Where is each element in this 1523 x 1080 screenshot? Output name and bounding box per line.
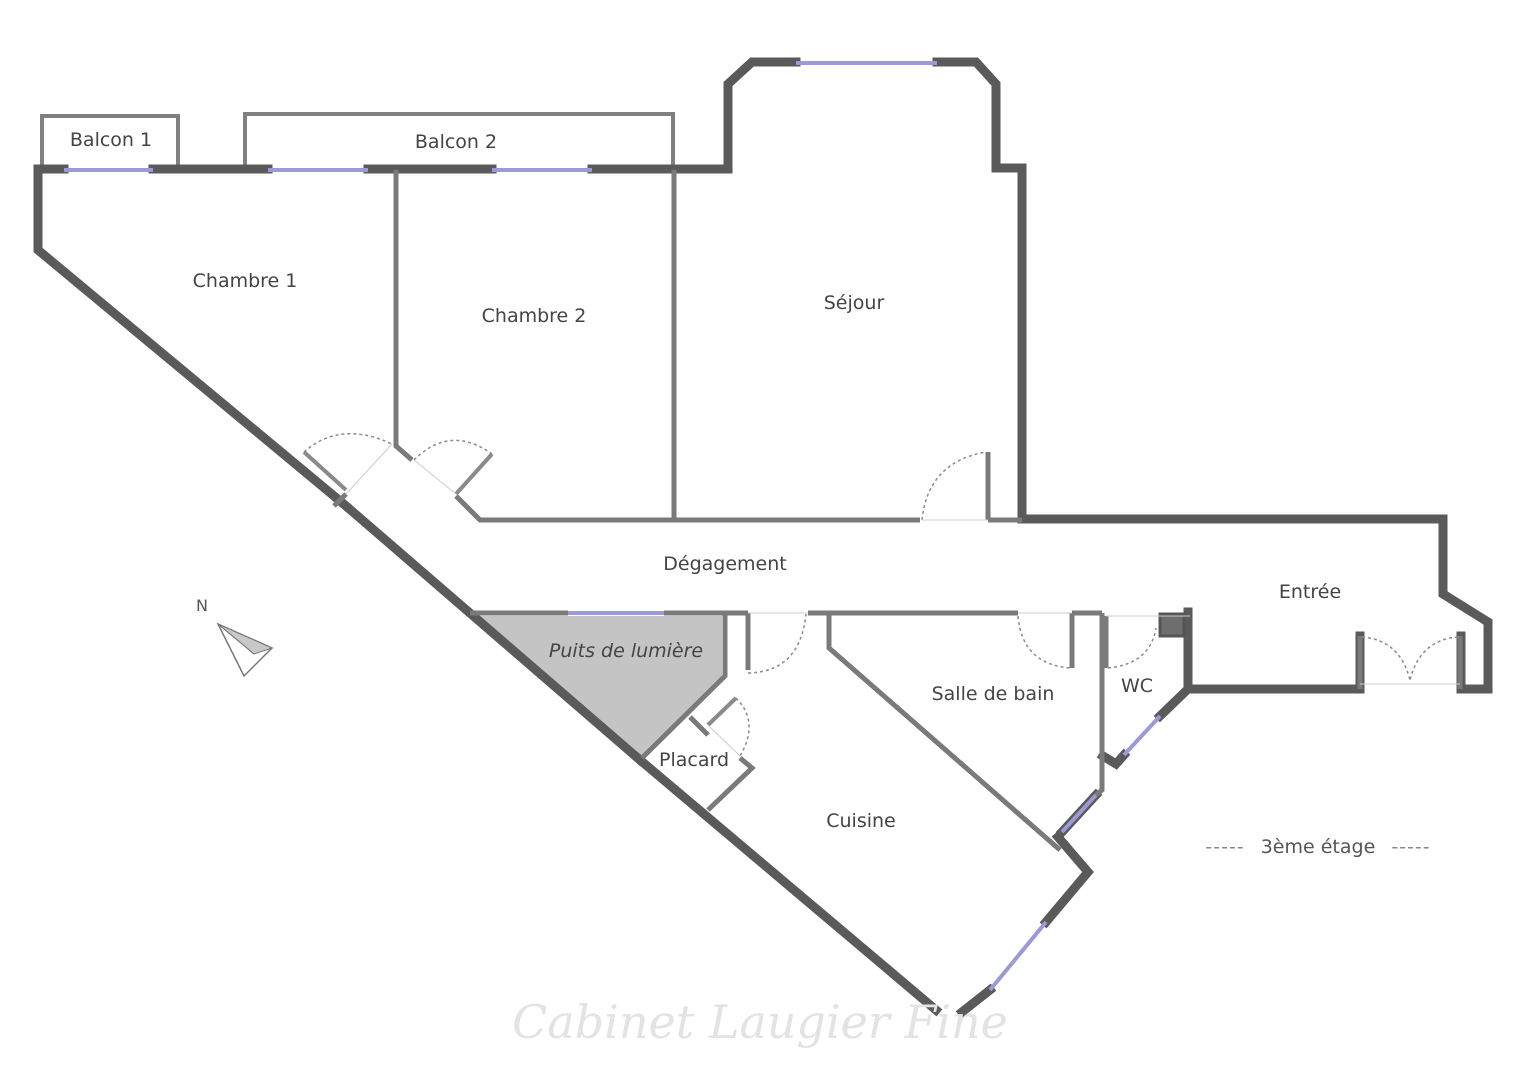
floor-level-label: ----- 3ème étage ----- (1205, 836, 1430, 858)
room-label-cuisine: Cuisine (826, 810, 896, 832)
interior-walls (332, 170, 1463, 852)
room-label-entree: Entrée (1278, 581, 1342, 603)
floor-label-dash-left: ----- (1205, 836, 1245, 858)
room-label-balcon-1: Balcon 1 (69, 129, 153, 151)
watermark: Cabinet Laugier Fine (512, 995, 1008, 1049)
north-arrow-icon (216, 622, 274, 678)
floor-label-text: 3ème étage (1260, 836, 1376, 858)
doors (302, 433, 1460, 757)
floor-label-dash-right: ----- (1391, 836, 1431, 858)
room-label-degagement: Dégagement (663, 553, 787, 575)
room-label-salle-de-bain: Salle de bain (931, 683, 1055, 705)
windows (64, 61, 1162, 992)
room-label-placard: Placard (658, 749, 730, 771)
balcony-1-outline (40, 114, 180, 166)
exterior-walls (33, 57, 1493, 1019)
lightwell-area (478, 616, 722, 758)
balcony-2-outline (243, 112, 675, 168)
room-label-sejour: Séjour (823, 292, 885, 314)
room-label-chambre-1: Chambre 1 (192, 270, 298, 292)
room-label-puits-de-lumiere: Puits de lumière (548, 640, 704, 662)
north-label: N (196, 596, 208, 615)
room-label-chambre-2: Chambre 2 (481, 305, 587, 327)
room-label-balcon-2: Balcon 2 (414, 131, 498, 153)
room-label-wc: WC (1120, 675, 1154, 697)
